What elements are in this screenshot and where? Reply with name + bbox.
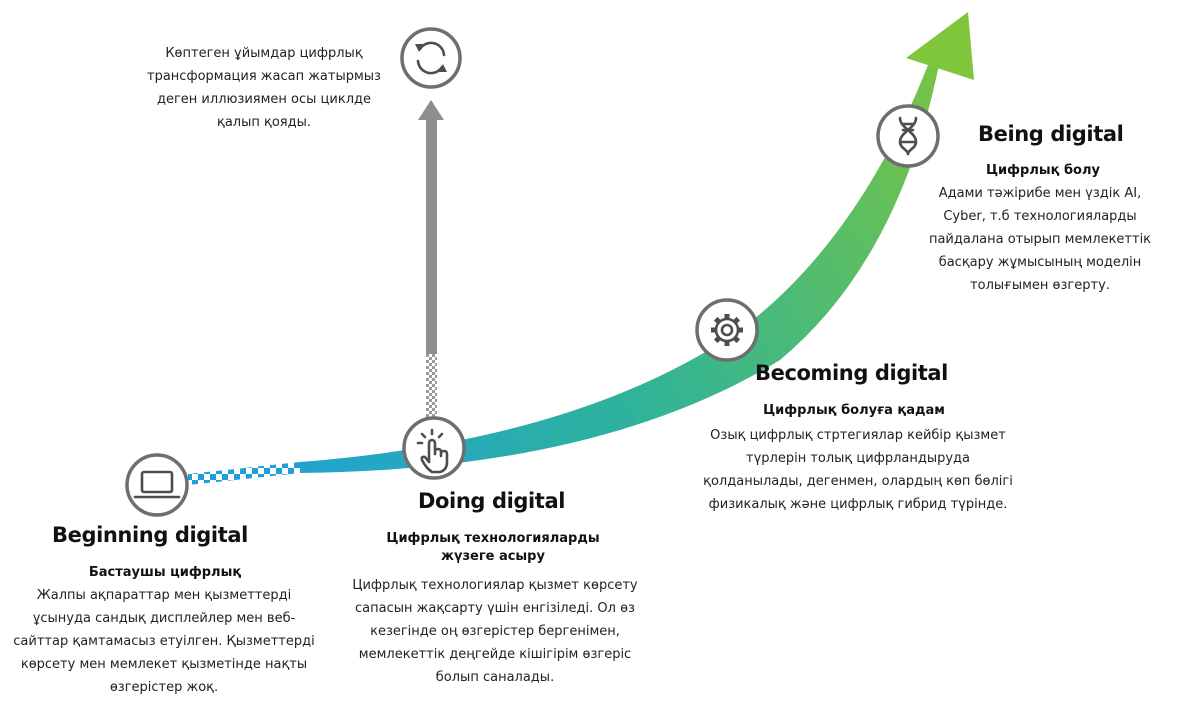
being-digital-title: Being digital [978,122,1124,146]
refresh-cycle-icon [400,27,462,89]
hand-tap-icon [402,416,466,480]
becoming-digital-description: Озық цифрлық стртегиялар кейбір қызмет т… [703,428,1013,512]
being-digital-description: Адами тәжірибе мен үздік AI, Cyber, т.б … [928,186,1152,293]
gear-icon [695,298,759,362]
doing-digital-description: Цифрлық технологиялар қызмет көрсету сап… [352,578,638,685]
cycle-arrow [418,100,444,418]
becoming-digital-title: Becoming digital [755,361,948,385]
cycle-arrow-shaft [426,118,437,354]
doing-digital-subtitle: Цифрлық технологияларды жүзеге асыру [386,531,600,564]
laptop-icon [125,453,189,517]
curve-dither-start [188,462,300,485]
dna-icon [876,104,940,168]
doing-digital-title: Doing digital [418,489,566,513]
being-digital-subtitle: Цифрлық болу [985,163,1100,178]
beginning-digital-title: Beginning digital [52,523,248,547]
beginning-digital-subtitle: Бастаушы цифрлық [88,565,242,580]
becoming-digital-subtitle: Цифрлық болуға қадам [763,403,945,418]
cycle-note: Көптеген ұйымдар цифрлық трансформация ж… [147,46,381,130]
curve-arrowhead [906,12,974,80]
beginning-digital-description: Жалпы ақпараттар мен қызметтерді ұсынуда… [13,588,315,695]
growth-curve [188,12,974,485]
cycle-arrow-dither [426,352,437,418]
curve-band [300,60,940,473]
cycle-arrow-head [418,100,444,120]
